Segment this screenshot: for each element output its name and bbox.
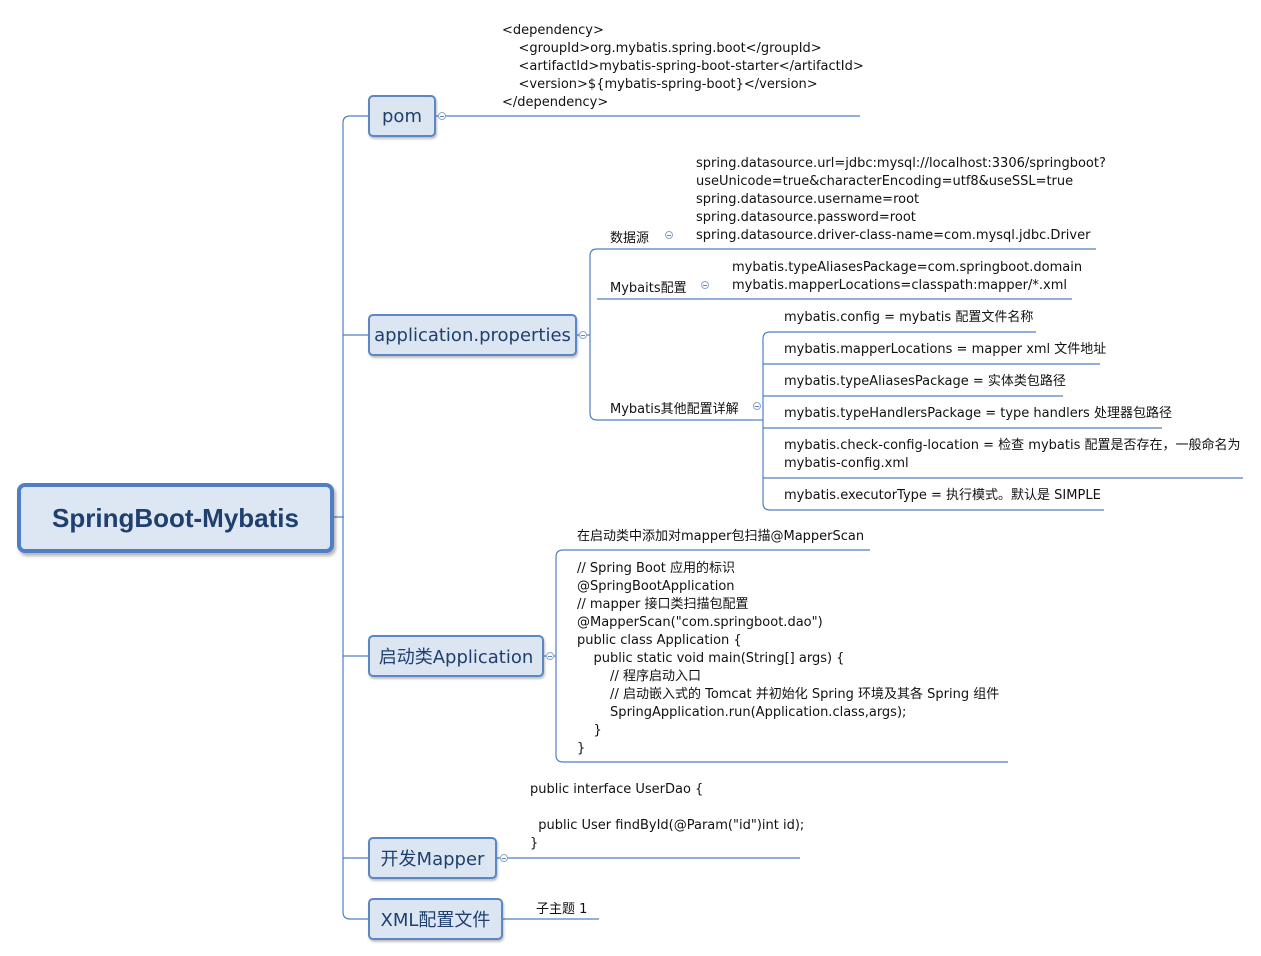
mybatis-option-item[interactable]: mybatis.executorType = 执行模式。默认是 SIMPLE bbox=[784, 488, 1101, 503]
topic-xml-config[interactable]: XML配置文件 bbox=[368, 898, 503, 940]
collapse-icon[interactable] bbox=[438, 112, 446, 120]
mybatis-option-item[interactable]: mybatis.config = mybatis 配置文件名称 bbox=[784, 310, 1034, 325]
subtopic-mybatis-other[interactable]: Mybatis其他配置详解 bbox=[610, 402, 739, 417]
topic-develop-mapper[interactable]: 开发Mapper bbox=[368, 837, 497, 879]
datasource-note: spring.datasource.url=jdbc:mysql://local… bbox=[696, 156, 1106, 243]
topic-application-properties-label: application.properties bbox=[374, 324, 571, 346]
topic-startup-application[interactable]: 启动类Application bbox=[368, 635, 544, 677]
mybatis-option-item[interactable]: mybatis.typeAliasesPackage = 实体类包路径 bbox=[784, 374, 1066, 389]
collapse-icon[interactable] bbox=[665, 231, 673, 239]
subtopic-mybatis-config[interactable]: Mybaits配置 bbox=[610, 281, 687, 296]
mapper-code-note: public interface UserDao { public User f… bbox=[530, 782, 805, 851]
collapse-icon[interactable] bbox=[500, 854, 508, 862]
mybatis-option-item[interactable]: mybatis.check-config-location = 检查 mybat… bbox=[784, 438, 1241, 471]
topic-application-properties[interactable]: application.properties bbox=[368, 314, 577, 356]
subtopic-datasource[interactable]: 数据源 bbox=[610, 231, 650, 246]
topic-develop-mapper-label: 开发Mapper bbox=[380, 849, 485, 870]
startup-code-note: // Spring Boot 应用的标识 @SpringBootApplicat… bbox=[577, 561, 1000, 756]
mybatis-option-item[interactable]: mybatis.mapperLocations = mapper xml 文件地… bbox=[784, 342, 1107, 357]
collapse-icon[interactable] bbox=[579, 331, 587, 339]
topic-pom[interactable]: pom bbox=[368, 95, 436, 137]
pom-dependency-note: <dependency> <groupId>org.mybatis.spring… bbox=[502, 23, 864, 110]
mybatis-config-note: mybatis.typeAliasesPackage=com.springboo… bbox=[732, 260, 1083, 293]
collapse-icon[interactable] bbox=[753, 402, 761, 410]
root-topic[interactable]: SpringBoot-Mybatis bbox=[17, 483, 334, 553]
collapse-icon[interactable] bbox=[701, 281, 709, 289]
topic-pom-label: pom bbox=[382, 105, 422, 127]
collapse-icon[interactable] bbox=[546, 652, 554, 660]
subtopic-1[interactable]: 子主题 1 bbox=[536, 902, 588, 917]
mybatis-option-item[interactable]: mybatis.typeHandlersPackage = type handl… bbox=[784, 406, 1172, 421]
startup-title-note: 在启动类中添加对mapper包扫描@MapperScan bbox=[577, 529, 865, 544]
topic-startup-application-label: 启动类Application bbox=[378, 647, 534, 668]
topic-xml-config-label: XML配置文件 bbox=[380, 910, 491, 931]
root-topic-label: SpringBoot-Mybatis bbox=[52, 502, 299, 533]
